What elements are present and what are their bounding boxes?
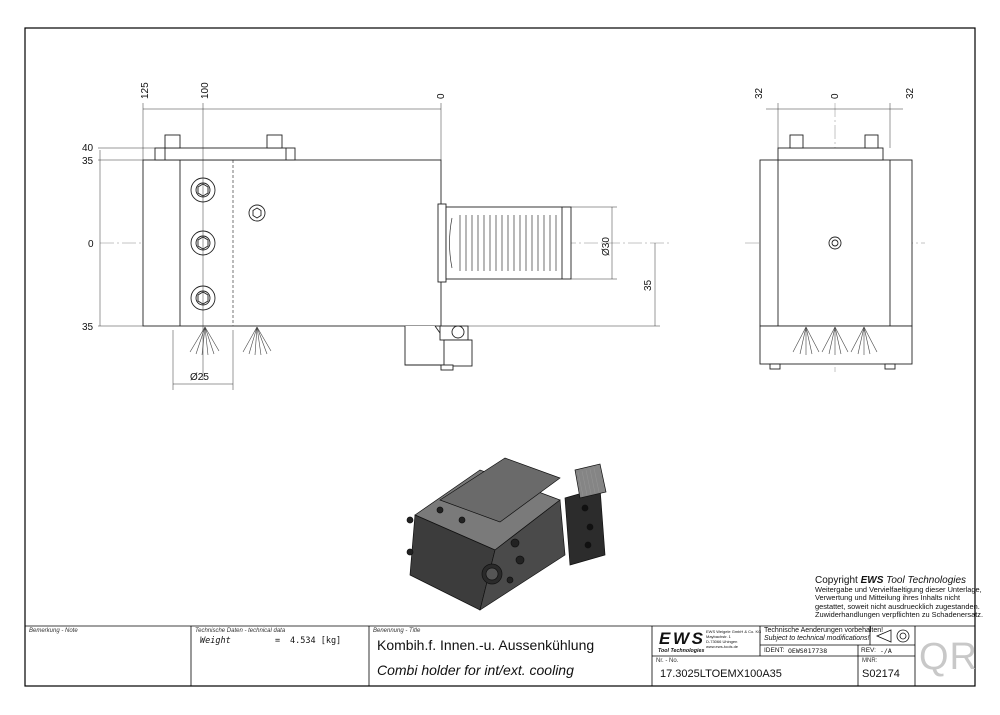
changes-en: Subject to technical modifications! <box>764 635 870 642</box>
dim-35-right: 35 <box>643 279 654 291</box>
dim-side-32-right: 32 <box>905 87 916 99</box>
front-bottom-bracket <box>404 325 446 366</box>
title-label: Benennung - Title <box>373 628 421 634</box>
number-label: Nr. - No. <box>656 658 679 664</box>
dim-side-zero: 0 <box>830 93 841 99</box>
dim-40: 40 <box>82 143 94 154</box>
tech-data-label: Technische Daten - technical data <box>195 628 286 634</box>
isometric-render <box>406 457 607 611</box>
dim-left-zero: 0 <box>88 239 94 250</box>
weight-label: Weight <box>200 636 231 646</box>
side-dimensions <box>766 103 903 148</box>
projection-symbol <box>875 629 910 643</box>
title-block-grid <box>25 625 975 686</box>
qr-placeholder: QR <box>919 636 978 678</box>
front-coolant-sprays <box>189 326 272 356</box>
weight-eq: = <box>275 636 281 646</box>
dim-top-zero: 0 <box>436 93 447 99</box>
front-shank <box>445 206 572 280</box>
note-label: Bemerkung - Note <box>29 628 78 634</box>
front-top-screw-right <box>266 134 283 149</box>
svg-text:EWS: EWS <box>659 629 704 648</box>
title-german: Kombih.f. Innen.-u. Aussenkühlung <box>377 637 595 653</box>
mnr-value: S02174 <box>862 668 900 680</box>
front-body <box>142 159 442 327</box>
dim-100: 100 <box>200 82 211 99</box>
front-top-plate <box>154 147 296 161</box>
sheet-frame <box>24 27 976 687</box>
copyright-notice: Copyright EWS Tool Technologies Weiterga… <box>815 575 984 619</box>
ident-label: IDENT: <box>764 647 785 654</box>
company-address: EWS Weigele GmbH & Co. KG Maybachstr. 1 … <box>706 629 762 649</box>
dim-dia-30: Ø30 <box>601 237 612 256</box>
svg-text:Tool Technologies: Tool Technologies <box>658 648 704 654</box>
side-view <box>745 103 925 372</box>
dim-dia-25: Ø25 <box>190 372 209 383</box>
rev-label: REV: <box>861 647 876 654</box>
changes-de: Technische Aenderungen vorbehalten! <box>764 627 884 634</box>
weight-value: 4.534 [kg] <box>290 636 342 646</box>
part-number: 17.3025LTOEMX100A35 <box>660 668 782 680</box>
dim-35-top: 35 <box>82 156 94 167</box>
front-dimensions <box>98 103 660 390</box>
ident-value: OEWS017738 <box>788 647 828 655</box>
ews-logo: EWS Tool Technologies <box>658 629 704 654</box>
dim-35-bottom: 35 <box>82 322 94 333</box>
front-top-screw-left <box>164 134 181 149</box>
dim-side-32-left: 32 <box>754 87 765 99</box>
dim-125: 125 <box>140 82 151 99</box>
title-english: Combi holder for int/ext. cooling <box>377 662 574 678</box>
rev-value: -/A <box>880 647 892 655</box>
front-view <box>100 134 670 371</box>
mnr-label: MNR: <box>862 658 878 664</box>
front-coolant-screw <box>248 204 266 222</box>
